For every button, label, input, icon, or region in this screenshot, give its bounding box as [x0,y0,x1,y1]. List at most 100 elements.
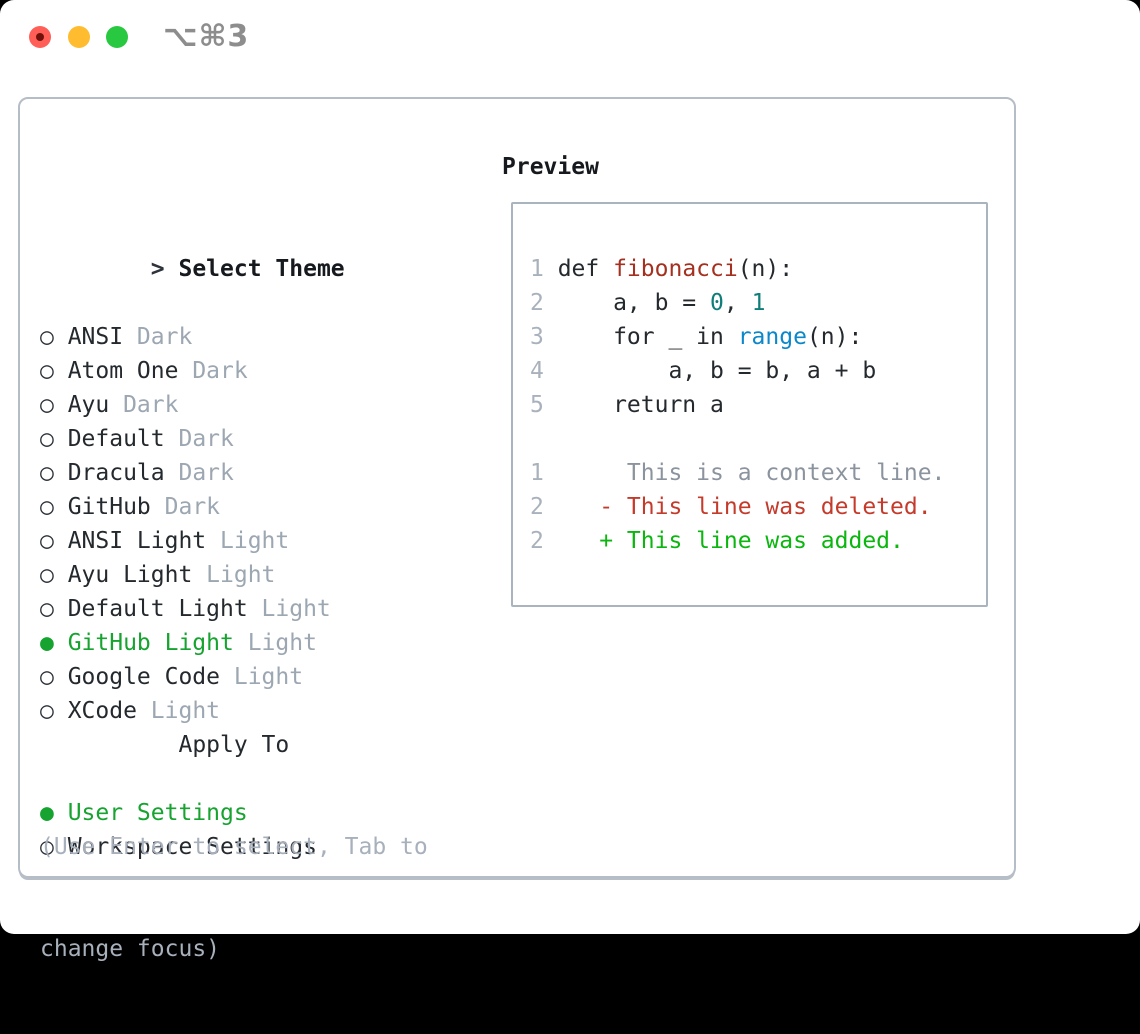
code-token: 0 [710,290,724,316]
theme-variant-tag: Light [220,528,290,554]
code-line-7: 1 This is a context line. [530,456,986,490]
apply-option-user-settings[interactable]: ●User Settings [40,796,317,830]
theme-name: Atom One [67,358,179,384]
code-line-2: 2 a, b = 0, 1 [530,286,986,320]
code-token: (n): [737,256,794,282]
theme-option-github[interactable]: ○ GitHub Dark [40,490,345,524]
theme-option-google-code[interactable]: ○ Google Code Light [40,660,345,694]
theme-option-atom-one[interactable]: ○ Atom One Dark [40,354,345,388]
theme-variant-tag: Dark [178,426,234,452]
line-number: 2 [530,290,544,316]
theme-name: Ayu [67,392,110,418]
close-dot-icon [36,33,44,41]
code-token: return a [557,392,724,418]
line-number: 2 [530,494,544,520]
select-theme-header: Select Theme [178,256,345,282]
preview-header: Preview [502,154,599,180]
close-button[interactable] [29,26,51,48]
theme-variant-tag: Dark [136,324,193,350]
apply-to-list: ●User Settings ○ Workspace Settings [40,796,317,864]
code-line-8: 2 - This line was deleted. [530,490,986,524]
theme-option-ayu[interactable]: ○ Ayu Dark [40,388,345,422]
radio-icon: ○ [40,460,54,486]
line-number: 4 [530,358,544,384]
code-token: a, b = b, a + b [557,358,877,384]
code-token: range [737,324,807,350]
theme-name: Ayu Light [67,562,193,588]
code-token: a, b = [557,290,711,316]
theme-option-ansi-light[interactable]: ○ ANSI Light Light [40,524,345,558]
theme-variant-tag: Dark [178,460,234,486]
theme-name: Default [67,426,165,452]
code-line-3: 3 for _ in range(n): [530,320,986,354]
theme-name: Default Light [67,596,248,622]
code-line-9: 2 + This line was added. [530,524,986,558]
hint-line-1: (Use Enter to select, Tab to [40,834,428,860]
theme-variant-tag: Dark [123,392,179,418]
theme-variant-tag: Light [247,630,317,656]
code-line-6 [530,422,986,456]
code-token: + This line was added. [557,528,904,554]
radio-icon: ○ [40,358,54,384]
theme-name: GitHub Light [67,630,234,656]
line-number: 2 [530,528,544,554]
theme-option-dracula[interactable]: ○ Dracula Dark [40,456,345,490]
radio-icon: ○ [40,392,54,418]
line-number: 1 [530,256,544,282]
radio-icon: ○ [40,494,54,520]
window-title: ⌥⌘3 [163,19,250,54]
code-token: for _ in [557,324,738,350]
code-token: fibonacci [613,256,738,282]
titlebar: ⌥⌘3 [0,0,1140,75]
radio-icon: ○ [40,596,54,622]
theme-variant-tag: Dark [164,494,221,520]
radio-icon: ○ [40,324,54,350]
minimize-button[interactable] [68,26,90,48]
radio-selected-icon: ● [40,630,54,656]
theme-name: Dracula [67,460,165,486]
code-token: This is a context line. [557,460,946,486]
line-number: 1 [530,460,544,486]
theme-variant-tag: Light [206,562,276,588]
line-number: 5 [530,392,544,418]
code-line-5: 5 return a [530,388,986,422]
radio-icon: ○ [40,664,54,690]
radio-icon: ○ [40,528,54,554]
radio-icon: ○ [40,834,54,860]
apply-to-section: Apply To ●User Settings ○ Workspace Settin… [40,626,317,932]
code-line-1: 1 def fibonacci(n): [530,252,986,286]
hint-line-2: change focus) [40,936,221,962]
radio-selected-icon: ● [40,800,54,826]
prompt-caret-icon: > [150,256,165,282]
code-token: 1 [751,290,766,316]
code-token: - This line was deleted. [557,494,932,520]
theme-variant-tag: Dark [192,358,248,384]
theme-variant-tag: Light [233,664,304,690]
apply-option-workspace-settings[interactable]: ○ Workspace Settings [40,830,317,864]
code-token: def [557,256,614,282]
code-token: , [723,290,752,316]
apply-to-header: Apply To [178,732,290,758]
theme-name: GitHub [67,494,151,520]
apply-option-label: Workspace Settings [67,834,317,860]
line-number: 3 [530,324,544,350]
theme-name: ANSI Light [67,528,207,554]
zoom-button[interactable] [106,26,128,48]
theme-name: XCode [67,698,137,724]
radio-icon: ○ [40,562,54,588]
radio-icon: ○ [40,698,54,724]
theme-name: Google Code [67,664,221,690]
code-line-4: 4 a, b = b, a + b [530,354,986,388]
theme-option-github-light[interactable]: ● GitHub Light Light [40,626,345,660]
theme-option-ayu-light[interactable]: ○ Ayu Light Light [40,558,345,592]
apply-to-header-row: Apply To [40,694,317,758]
